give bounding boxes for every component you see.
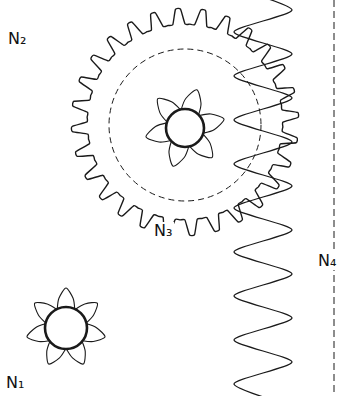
small-gear — [27, 288, 105, 364]
pitch-circle — [109, 49, 261, 201]
gear-label: N₂ — [6, 30, 28, 48]
gear-label: N₃ — [152, 222, 174, 240]
gear-label: N₁ — [4, 374, 26, 392]
large-gear — [71, 8, 298, 235]
rack — [234, 0, 292, 396]
rack-pitch-line — [334, 0, 335, 396]
gear-label: N₄ — [316, 252, 338, 270]
pinion-gear — [146, 90, 224, 167]
